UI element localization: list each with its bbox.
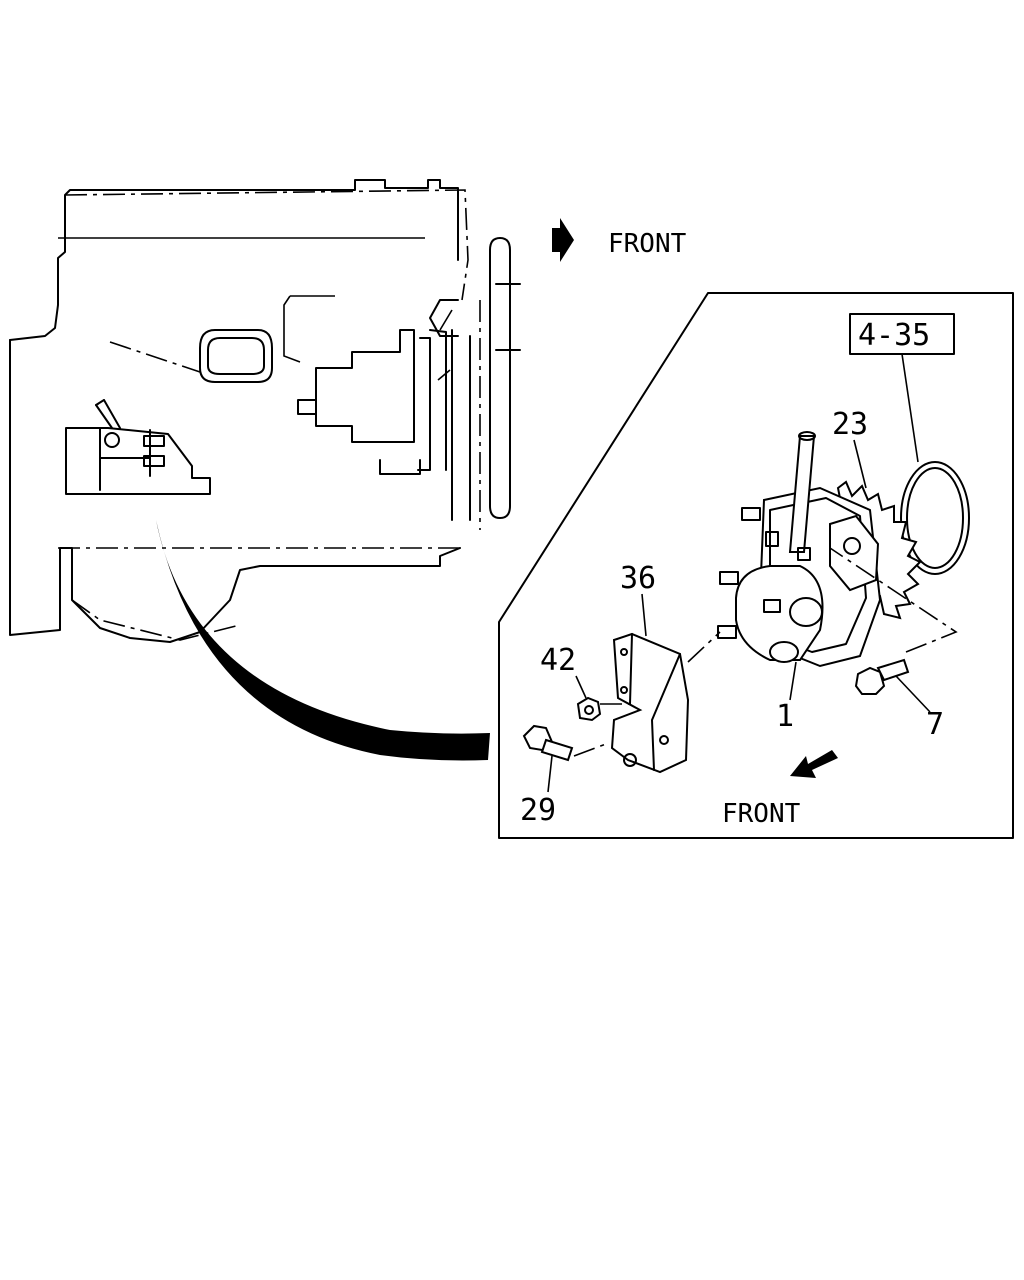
bracket bbox=[610, 632, 690, 774]
callout-sweep-icon bbox=[156, 520, 490, 761]
right-arrow-icon bbox=[552, 218, 574, 262]
front-top-label: FRONT bbox=[608, 229, 687, 259]
front-bottom-indicator: FRONT bbox=[722, 750, 838, 829]
part-42-label: 42 bbox=[540, 643, 576, 678]
bolt-29 bbox=[522, 724, 574, 762]
nut-42 bbox=[576, 696, 602, 722]
ref-box-label: 4-35 bbox=[858, 318, 930, 353]
o-ring bbox=[900, 461, 970, 575]
engine-overview bbox=[9, 179, 521, 643]
ref-box: 4-35 bbox=[849, 313, 955, 355]
front-top-indicator: FRONT bbox=[552, 218, 687, 262]
detail-frame bbox=[498, 292, 1014, 839]
part-1-label: 1 bbox=[776, 699, 794, 734]
part-7-label: 7 bbox=[926, 707, 944, 742]
part-29-label: 29 bbox=[520, 793, 556, 828]
feed-pump bbox=[717, 431, 882, 668]
part-23-label: 23 bbox=[832, 407, 868, 442]
front-bottom-label: FRONT bbox=[722, 799, 801, 829]
bolt-7 bbox=[854, 658, 910, 695]
part-36-label: 36 bbox=[620, 561, 656, 596]
down-left-arrow-icon bbox=[790, 750, 838, 778]
